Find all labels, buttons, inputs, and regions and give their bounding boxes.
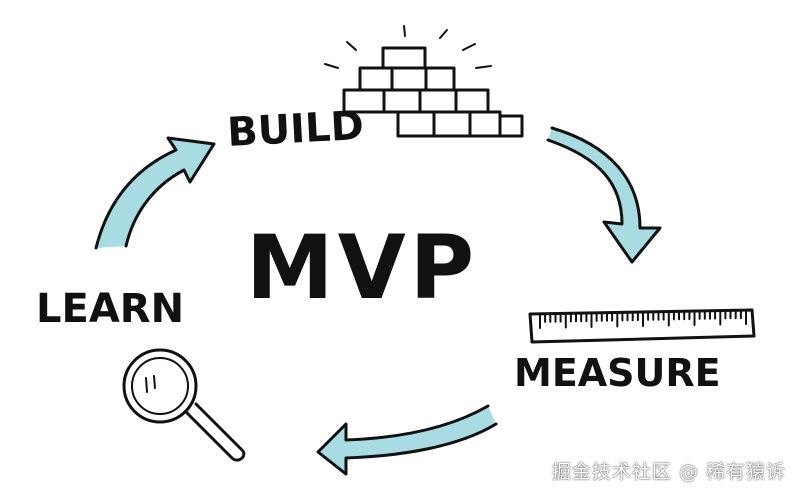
- measure-label: MEASURE: [514, 351, 721, 395]
- magnifying-glass-icon: [122, 348, 246, 462]
- arrow-build-to-measure: [546, 126, 662, 264]
- mvp-center-label: MVP: [246, 216, 478, 319]
- learn-label: LEARN: [36, 286, 184, 332]
- watermark: 掘金技术社区 @ 稀有猿诉: [551, 461, 786, 483]
- arrow-measure-to-learn: [316, 404, 498, 476]
- brick-wall-icon: [324, 25, 524, 138]
- build-label: BUILD: [226, 103, 365, 156]
- arrow-learn-to-build: [94, 136, 216, 250]
- ruler-icon: [528, 308, 756, 344]
